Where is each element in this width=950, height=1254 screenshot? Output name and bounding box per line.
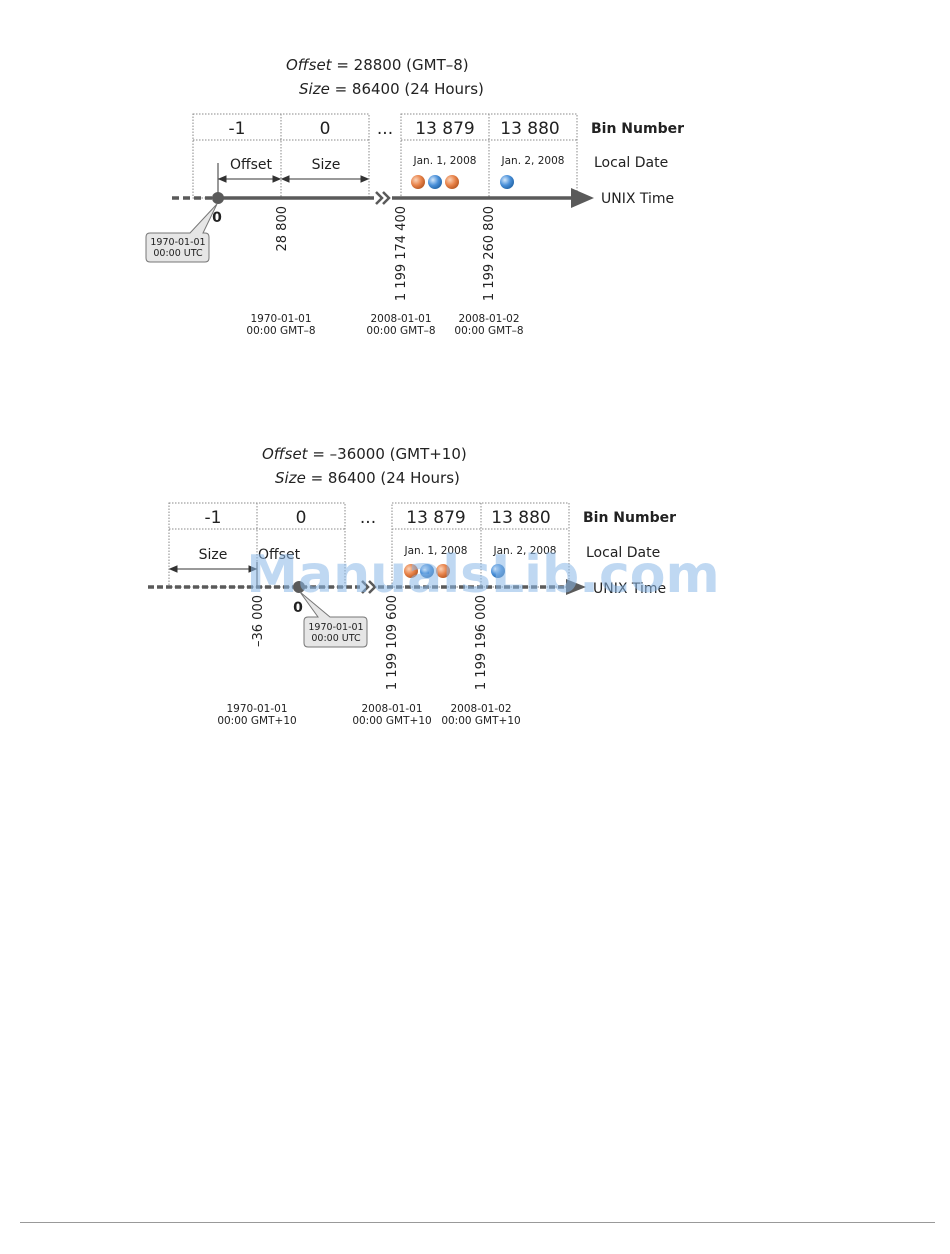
bin-number: 13 879: [406, 508, 465, 528]
bin-ellipsis: ...: [360, 508, 376, 528]
event-bead-orange: [436, 564, 450, 578]
axis-arrowhead: [571, 188, 594, 208]
zero-label: 0: [212, 210, 222, 226]
event-bead-blue: [428, 175, 442, 189]
local-date: Jan. 2, 2008: [501, 155, 565, 167]
diagram-gmt-plus-10: Offset = –36000 (GMT+10) Size = 86400 (2…: [148, 445, 676, 727]
bin-number: 0: [296, 508, 307, 528]
bin-number-label: Bin Number: [583, 510, 676, 526]
tick-label: 1 199 174 400: [394, 206, 409, 301]
zero-label: 0: [293, 600, 303, 616]
event-bead-blue: [491, 564, 505, 578]
svg-text:1970-01-01: 1970-01-01: [308, 622, 363, 633]
bottom-date: 1970-01-01: [226, 703, 287, 715]
bottom-date: 00:00 GMT–8: [366, 325, 435, 337]
bin-number: 13 879: [415, 119, 474, 139]
bin-number: 13 880: [500, 119, 559, 139]
bin-number: -1: [205, 508, 222, 528]
bottom-date: 2008-01-02: [450, 703, 511, 715]
offset-dimension-arrow: [217, 175, 282, 183]
unix-time-label: UNIX Time: [593, 581, 666, 597]
offset-segment-label: Offset: [258, 547, 301, 563]
bin-number: 0: [320, 119, 331, 139]
axis-arrowhead: [566, 579, 586, 595]
event-bead-orange: [404, 564, 418, 578]
svg-text:00:00 UTC: 00:00 UTC: [153, 248, 203, 259]
bottom-date: 00:00 GMT+10: [217, 715, 296, 727]
bottom-date: 00:00 GMT–8: [246, 325, 315, 337]
unix-time-axis: [172, 188, 594, 208]
origin-callout: 1970-01-01 00:00 UTC: [145, 203, 218, 263]
size-heading: Size = 86400 (24 Hours): [299, 80, 484, 98]
origin-callout: 1970-01-01 00:00 UTC: [299, 591, 368, 648]
origin-marker: [293, 581, 305, 593]
event-bead-blue: [500, 175, 514, 189]
offset-heading: Offset = –36000 (GMT+10): [262, 445, 467, 463]
bottom-date: 00:00 GMT+10: [352, 715, 431, 727]
local-date: Jan. 1, 2008: [404, 545, 468, 557]
footer-divider: [20, 1222, 935, 1223]
bin-number: -1: [229, 119, 246, 139]
bottom-date: 2008-01-01: [361, 703, 422, 715]
unix-time-axis: [148, 579, 586, 595]
event-bead-orange: [445, 175, 459, 189]
local-date-label: Local Date: [594, 155, 668, 171]
bottom-date: 1970-01-01: [250, 313, 311, 325]
bin-number: 13 880: [491, 508, 550, 528]
watermark: ManualsLib.com: [246, 545, 719, 605]
size-dimension-arrow: [280, 175, 370, 183]
tick-label: 28 800: [275, 206, 290, 252]
unix-time-label: UNIX Time: [601, 191, 674, 207]
bottom-date: 00:00 GMT–8: [454, 325, 523, 337]
tick-label: 1 199 109 600: [385, 595, 400, 690]
local-date: Jan. 1, 2008: [413, 155, 477, 167]
event-bead-orange: [411, 175, 425, 189]
diagram-gmt-minus-8: Offset = 28800 (GMT–8) Size = 86400 (24 …: [145, 56, 684, 337]
local-date-label: Local Date: [586, 545, 660, 561]
bottom-date: 2008-01-02: [458, 313, 519, 325]
bottom-date: 00:00 GMT+10: [441, 715, 520, 727]
bin-ellipsis: ...: [377, 119, 393, 139]
offset-heading: Offset = 28800 (GMT–8): [286, 56, 469, 74]
tick-label: –36 000: [251, 595, 266, 647]
tick-label: 1 199 260 800: [482, 206, 497, 301]
svg-text:00:00 UTC: 00:00 UTC: [311, 633, 361, 644]
svg-text:1970-01-01: 1970-01-01: [150, 237, 205, 248]
local-date: Jan. 2, 2008: [493, 545, 557, 557]
bottom-date: 2008-01-01: [370, 313, 431, 325]
size-segment-label: Size: [199, 547, 228, 563]
origin-marker: [212, 192, 224, 204]
size-heading: Size = 86400 (24 Hours): [275, 469, 460, 487]
tick-label: 1 199 196 000: [474, 595, 489, 690]
size-segment-label: Size: [312, 157, 341, 173]
offset-segment-label: Offset: [230, 157, 273, 173]
event-bead-blue: [420, 564, 434, 578]
bin-number-label: Bin Number: [591, 121, 684, 137]
size-dimension-arrow: [168, 565, 258, 573]
